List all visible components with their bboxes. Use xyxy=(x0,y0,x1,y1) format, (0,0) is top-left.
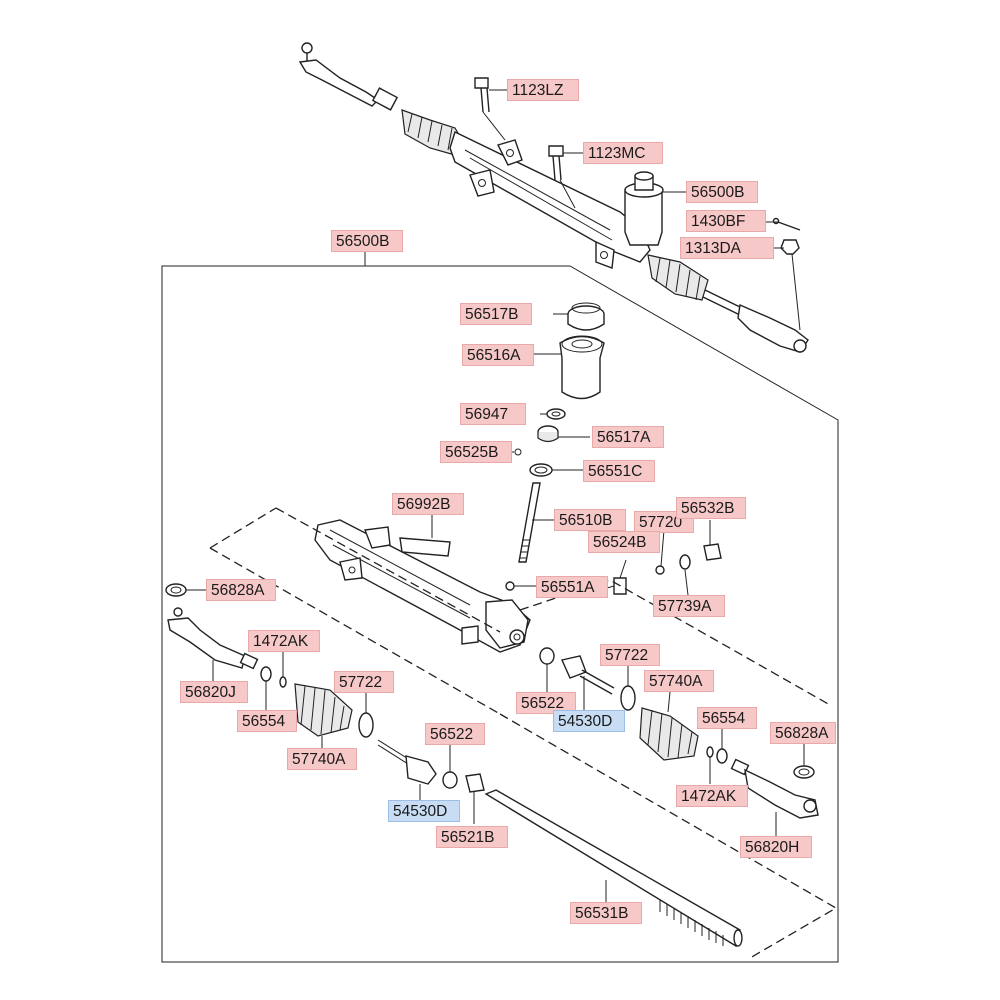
label-56500b-top: 56500B xyxy=(686,181,758,203)
assembly-outline xyxy=(161,252,839,963)
pinion-parts xyxy=(505,302,605,591)
label-56551c: 56551C xyxy=(583,460,655,482)
label-56517a: 56517A xyxy=(592,426,664,448)
label-56532b: 56532B xyxy=(676,497,746,519)
label-56551a: 56551A xyxy=(536,576,608,598)
label-57740a-left: 57740A xyxy=(287,748,357,770)
rack-bar xyxy=(484,789,743,948)
label-56554-left: 56554 xyxy=(237,710,297,732)
label-56828a-left: 56828A xyxy=(206,579,276,601)
label-1472ak-right: 1472AK xyxy=(676,785,748,807)
label-54530d-left: 54530D xyxy=(388,800,460,822)
label-56522-right: 56522 xyxy=(516,692,576,714)
label-56947: 56947 xyxy=(460,403,526,425)
label-57722-right: 57722 xyxy=(600,644,660,666)
label-56517b: 56517B xyxy=(460,303,532,325)
label-56554-right: 56554 xyxy=(697,707,757,729)
label-56516a: 56516A xyxy=(462,344,534,366)
label-56500b-box: 56500B xyxy=(331,230,403,252)
leader-lines xyxy=(186,89,805,902)
label-56992b: 56992B xyxy=(392,493,464,515)
left-tie-rod-parts xyxy=(165,583,485,793)
label-56521b: 56521B xyxy=(436,826,508,848)
label-57722-left: 57722 xyxy=(334,671,394,693)
label-56510b: 56510B xyxy=(554,509,626,531)
label-1123lz: 1123LZ xyxy=(507,79,579,101)
label-56820h: 56820H xyxy=(740,836,812,858)
label-56828a-right: 56828A xyxy=(770,722,836,744)
label-56525b: 56525B xyxy=(440,441,512,463)
dashed-outline xyxy=(209,507,838,959)
label-1313da: 1313DA xyxy=(680,237,774,259)
label-1123mc: 1123MC xyxy=(583,142,663,164)
label-56820j: 56820J xyxy=(180,681,248,703)
label-1472ak-left: 1472AK xyxy=(248,630,320,652)
assembled-steering-gear xyxy=(298,42,809,353)
label-57740a-right: 57740A xyxy=(644,670,714,692)
label-56522-left: 56522 xyxy=(425,723,485,745)
right-tie-rod-parts xyxy=(539,647,819,819)
label-54530d-right: 54530D xyxy=(553,710,625,732)
label-57739a: 57739A xyxy=(653,595,725,617)
label-1430bf: 1430BF xyxy=(686,210,766,232)
label-56524b: 56524B xyxy=(588,531,660,553)
label-56531b: 56531B xyxy=(570,902,642,924)
